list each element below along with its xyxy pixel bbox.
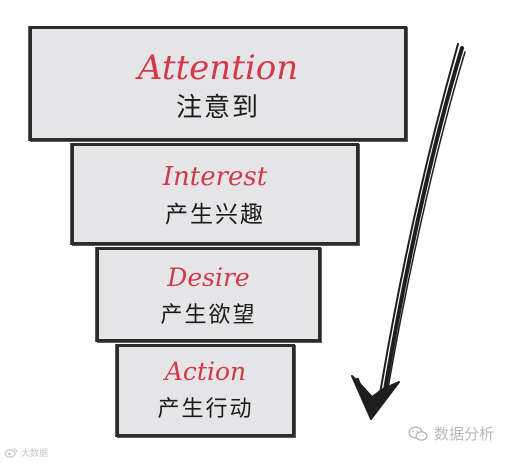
layer-english-label: Interest — [162, 162, 268, 192]
layer-chinese-label: 产生欲望 — [160, 303, 257, 328]
wechat-watermark-text: 数据分析 — [433, 425, 494, 443]
layer-english-label: Desire — [167, 263, 250, 292]
layer-chinese-label: 注意到 — [175, 93, 260, 123]
layer-chinese-label: 产生行动 — [157, 397, 254, 422]
layer-english-label: Action — [164, 357, 247, 386]
weibo-icon — [4, 447, 18, 458]
funnel-layer-interest: Interest 产生兴趣 — [71, 143, 359, 245]
wechat-watermark: 数据分析 — [408, 423, 494, 444]
wechat-icon — [408, 425, 428, 441]
funnel-layer-action: Action 产生行动 — [116, 344, 295, 437]
funnel-layer-attention: Attention 注意到 — [29, 26, 407, 141]
weibo-watermark-text: 大数据 — [21, 449, 49, 459]
funnel-layer-desire: Desire 产生欲望 — [96, 247, 321, 342]
layer-chinese-label: 产生兴趣 — [165, 202, 265, 228]
layer-english-label: Attention — [137, 48, 299, 88]
weibo-watermark: 大数据 — [4, 446, 48, 459]
